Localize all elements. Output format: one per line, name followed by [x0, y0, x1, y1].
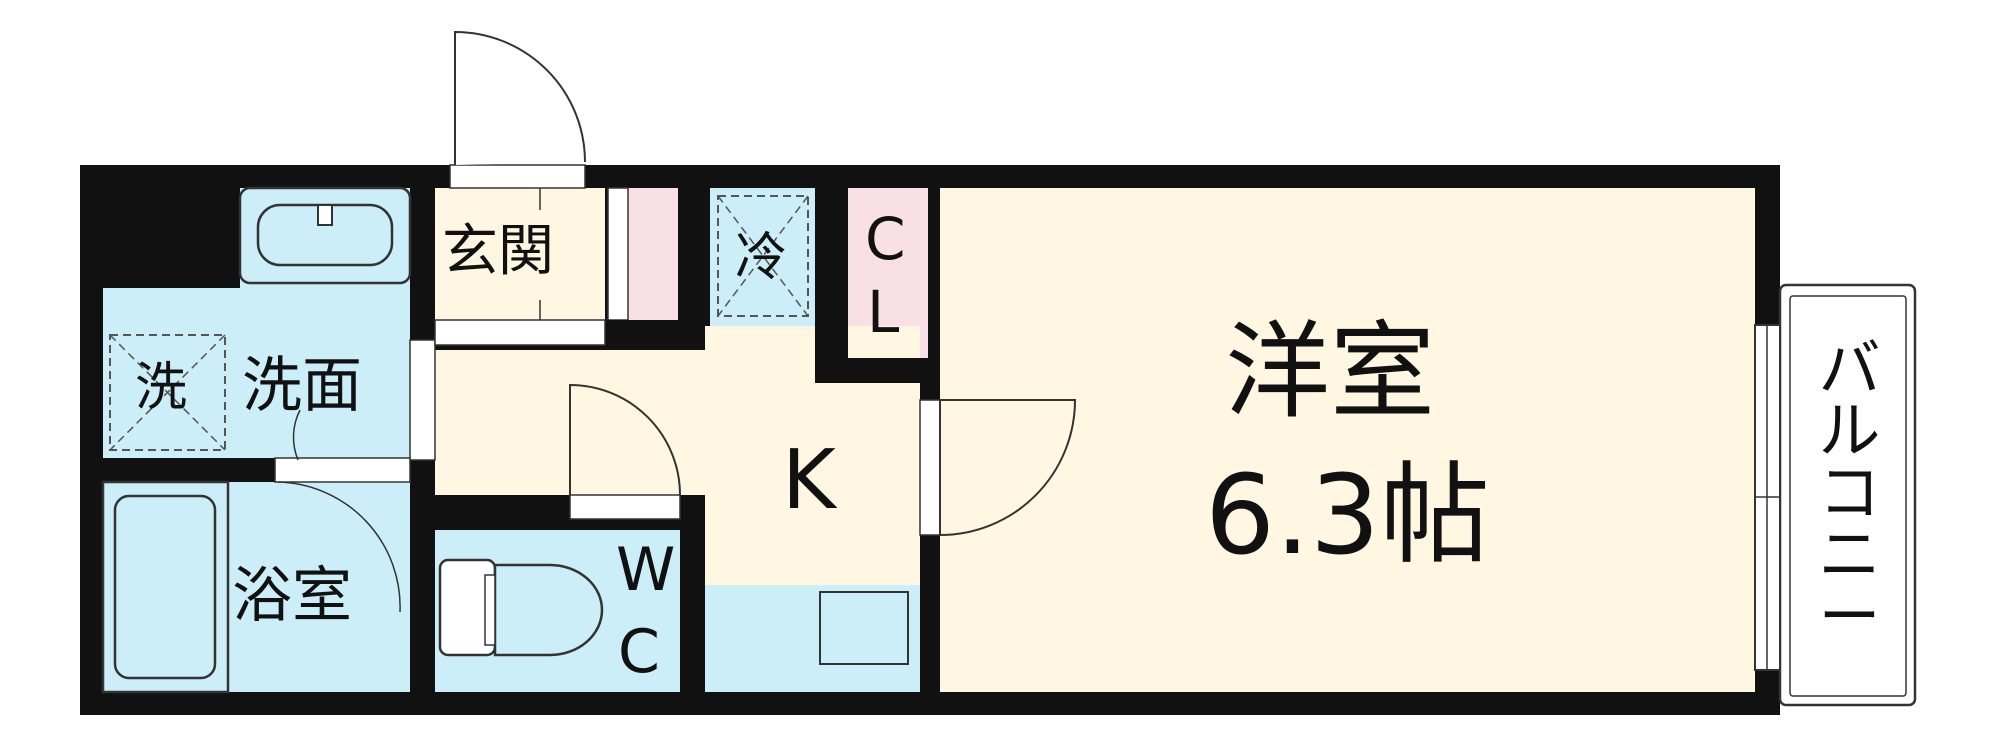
kitchen-floor-2 [705, 326, 920, 356]
label-reizouko: 冷 [735, 228, 788, 288]
balcony-inner [1789, 295, 1907, 697]
youshitsu-floor [940, 188, 1755, 692]
shoe-closet-frame [607, 187, 629, 321]
label-wc-c: C [618, 617, 660, 687]
senmen-door-swing [292, 409, 301, 461]
fridge-box [717, 195, 809, 317]
washbasin [238, 186, 412, 285]
label-closet-c: C [865, 205, 906, 273]
bath-door-swing [277, 481, 401, 613]
sink-outline [819, 591, 909, 665]
wall [815, 358, 940, 383]
entrance-door-swing [454, 30, 586, 165]
bathtub [101, 480, 230, 694]
room-door-swing [939, 399, 1077, 536]
label-balcony: バ ル コ ニ ー [1818, 332, 1881, 653]
wc-door-swing [569, 383, 681, 496]
wall [678, 188, 705, 345]
label-kitchen: K [782, 433, 836, 528]
label-youshitsu: 洋室 [1225, 311, 1436, 433]
bathtub-inner [113, 494, 217, 680]
genkan-floor [435, 188, 605, 328]
label-yokushitsu: 浴室 [232, 561, 352, 631]
faucet [317, 204, 333, 226]
door-frame [919, 399, 941, 536]
label-closet-l: L [867, 278, 900, 346]
kitchen-counter [705, 585, 920, 692]
door-frame [409, 339, 436, 461]
label-youshitsu-size: 6.3帖 [1205, 451, 1490, 579]
wall [815, 188, 848, 380]
shoe-closet [628, 188, 678, 320]
door-frame [569, 494, 681, 520]
senmen-floor [103, 288, 410, 458]
door-frame [434, 319, 606, 346]
label-sentaku: 洗 [135, 358, 188, 418]
entrance-door-frame [449, 164, 586, 189]
label-senmen: 洗面 [242, 351, 362, 421]
wall [410, 482, 435, 692]
kitchen-floor-3 [705, 495, 920, 585]
label-genkan: 玄関 [442, 219, 554, 284]
wall-block [80, 165, 240, 285]
door-frame [274, 457, 411, 483]
wall [680, 495, 705, 692]
label-wc-w: W [616, 535, 676, 605]
toilet-bowl [493, 563, 604, 657]
washer-space [109, 334, 226, 451]
